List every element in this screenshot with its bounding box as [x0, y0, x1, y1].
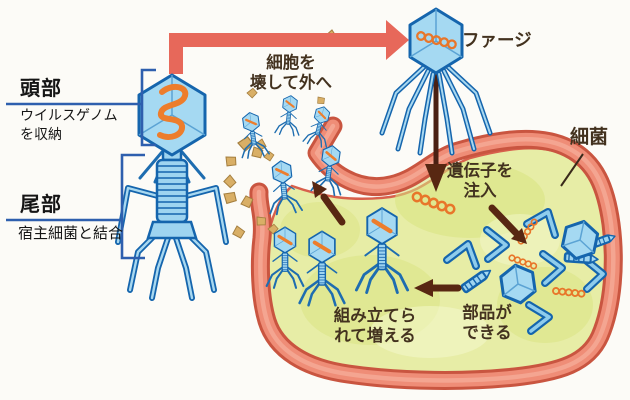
- head-label: 頭部: [20, 76, 62, 100]
- cycle-arrow: [169, 20, 409, 74]
- phage-parts-group: [443, 208, 618, 335]
- top-phage: [379, 7, 493, 156]
- anatomy-phage: [115, 73, 229, 301]
- parts-label: 部品ができる: [462, 303, 512, 343]
- assemble-label: 組み立てられて増える: [333, 306, 417, 346]
- bacterium-label: 細菌: [570, 126, 609, 148]
- head-desc-line2: を収納: [20, 127, 62, 143]
- escape-label: 細胞を壊して外へ: [249, 53, 332, 93]
- head-bracket: [6, 68, 156, 147]
- tail-bracket: [6, 153, 145, 260]
- arrow-to-parts: [488, 204, 527, 244]
- tail-label: 尾部: [20, 192, 62, 216]
- injection-arrow: [425, 70, 447, 192]
- arrow-to-escape: [312, 181, 346, 226]
- phage-label: ファージ: [462, 31, 532, 51]
- tail-desc: 宿主細菌と結合: [18, 224, 124, 242]
- arrow-to-assembly: [414, 279, 462, 297]
- head-desc-line1: ウイルスゲノム: [20, 108, 118, 124]
- inject-label: 遺伝子を注入: [447, 161, 513, 201]
- genome-squiggle: [157, 83, 189, 140]
- bacterium-pointer-line: [560, 153, 584, 187]
- escaping-phage: [273, 93, 304, 138]
